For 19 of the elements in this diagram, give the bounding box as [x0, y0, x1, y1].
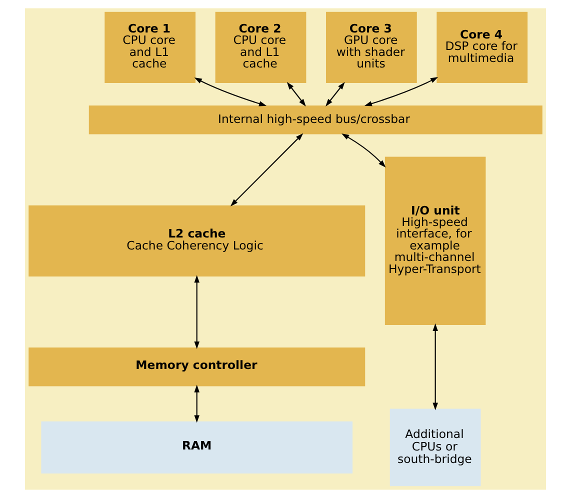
arrow: [326, 82, 345, 106]
node-box: Memory controller: [28, 348, 366, 386]
node-box: RAM: [41, 421, 353, 474]
arrow: [286, 82, 306, 106]
arrow: [194, 384, 200, 423]
arrow: [342, 133, 386, 168]
node-box: Core 4 DSP core for multimedia: [436, 12, 528, 83]
node-box: Core 1 CPU core and L1 cache: [104, 12, 196, 83]
arrow: [194, 275, 200, 350]
node-box: Core 2 CPU core and L1 cache: [215, 12, 306, 83]
arrow: [364, 77, 438, 106]
arrow: [194, 78, 267, 106]
arrow: [230, 133, 304, 206]
node-box: L2 cache Cache Coherency Logic: [28, 205, 366, 276]
node-box: Internal high-speed bus/crossbar: [88, 105, 542, 134]
node-box: Additional CPUs or south-bridge: [390, 408, 481, 486]
node-box: Core 3 GPU core with shader units: [326, 12, 417, 83]
node-box: I/O unit High-speed interface, for example multi-channel Hyper-Transport: [384, 156, 486, 326]
arrow: [432, 323, 438, 410]
